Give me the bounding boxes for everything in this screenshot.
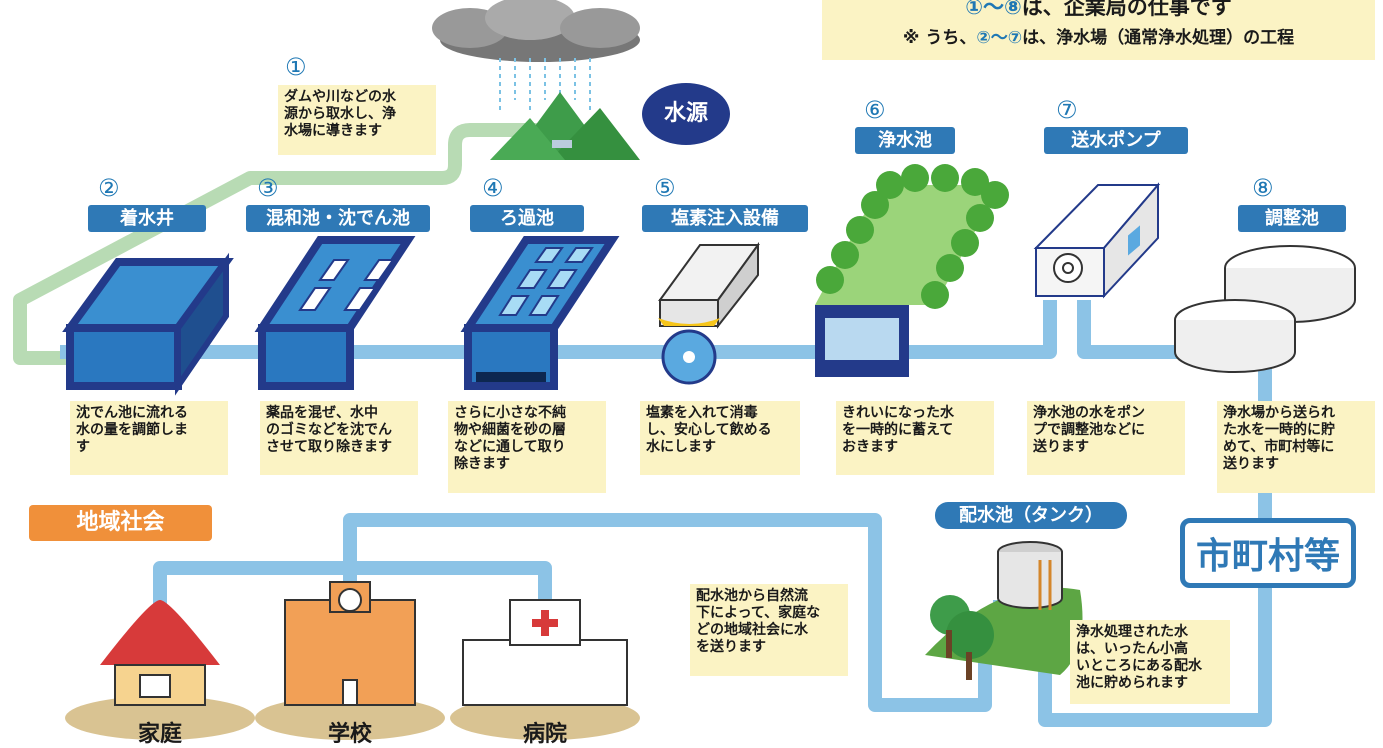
school-illustration <box>255 581 445 740</box>
tank-label: 配水池（タンク） <box>935 502 1127 529</box>
step-7-description: 浄水池の水をポン プで調整池などに 送ります <box>1027 401 1185 475</box>
house-illustration <box>65 600 255 740</box>
hospital-label: 病院 <box>522 722 567 747</box>
step-5-description: 塩素を入れて消毒 し、安心して飲める 水にします <box>640 401 800 475</box>
header-note-line2: ※ うち、②〜⑦は、浄水場（通常浄水処理）の工程 <box>902 28 1295 48</box>
step-7-label: 送水ポンプ <box>1044 127 1188 154</box>
water-source-illustration <box>432 0 640 160</box>
source-number: ① <box>285 53 307 81</box>
mixing-basin-illustration <box>254 236 416 390</box>
receiving-well-illustration <box>62 252 234 396</box>
tank-description: 浄水処理された水 は、いったん小高 いところにある配水 池に貯められます <box>1070 620 1230 704</box>
step-4-description: さらに小さな不純 物や細菌を砂の層 などに通して取り 除きます <box>448 401 606 493</box>
filtration-basin-illustration <box>460 236 620 390</box>
step-6-label: 浄水池 <box>855 127 955 154</box>
source-description: ダムや川などの水 源から取水し、浄 水場に導きます <box>278 85 436 155</box>
header-note-line1: ①〜⑧は、企業局の仕事です <box>965 0 1232 19</box>
step-8-description: 浄水場から送られ た水を一時的に貯 めて、市町村等に 送ります <box>1217 401 1375 493</box>
adjustment-tank-illustration <box>1174 245 1356 373</box>
clear-water-reservoir-illustration <box>815 164 1009 377</box>
step-4-number: ④ <box>482 174 504 202</box>
step-2-label: 着水井 <box>88 205 206 232</box>
hospital-illustration <box>450 599 640 740</box>
school-label: 学校 <box>327 722 372 747</box>
step-3-label: 混和池・沈でん池 <box>246 205 430 232</box>
step-2-number: ② <box>98 174 120 202</box>
step-8-number: ⑧ <box>1252 174 1274 202</box>
source-label: 水源 <box>642 83 730 145</box>
step-7-number: ⑦ <box>1056 96 1078 124</box>
step-3-description: 薬品を混ぜ、水中 のゴミなどを沈でん させて取り除きます <box>260 401 418 475</box>
step-2-description: 沈でん池に流れる 水の量を調節しま す <box>70 401 228 475</box>
community-label: 地域社会 <box>29 505 212 541</box>
community-description: 配水池から自然流 下によって、家庭な どの地域社会に水 を送ります <box>690 584 848 676</box>
step-6-description: きれいになった水 を一時的に蓄えて おきます <box>836 401 994 475</box>
step-3-number: ③ <box>257 174 279 202</box>
header-note: ①〜⑧は、企業局の仕事です ※ うち、②〜⑦は、浄水場（通常浄水処理）の工程 <box>822 0 1375 60</box>
distribution-tank-illustration <box>925 541 1083 680</box>
raw-water-pipe <box>13 123 555 365</box>
step-6-number: ⑥ <box>864 96 886 124</box>
step-5-number: ⑤ <box>654 174 676 202</box>
house-label: 家庭 <box>137 722 182 747</box>
chlorine-equipment-illustration <box>658 241 760 385</box>
step-5-label: 塩素注入設備 <box>642 205 808 232</box>
city-label: 市町村等 <box>1180 518 1356 588</box>
pump-house-illustration <box>1033 182 1161 299</box>
step-4-label: ろ過池 <box>470 205 584 232</box>
step-8-label: 調整池 <box>1238 205 1346 232</box>
